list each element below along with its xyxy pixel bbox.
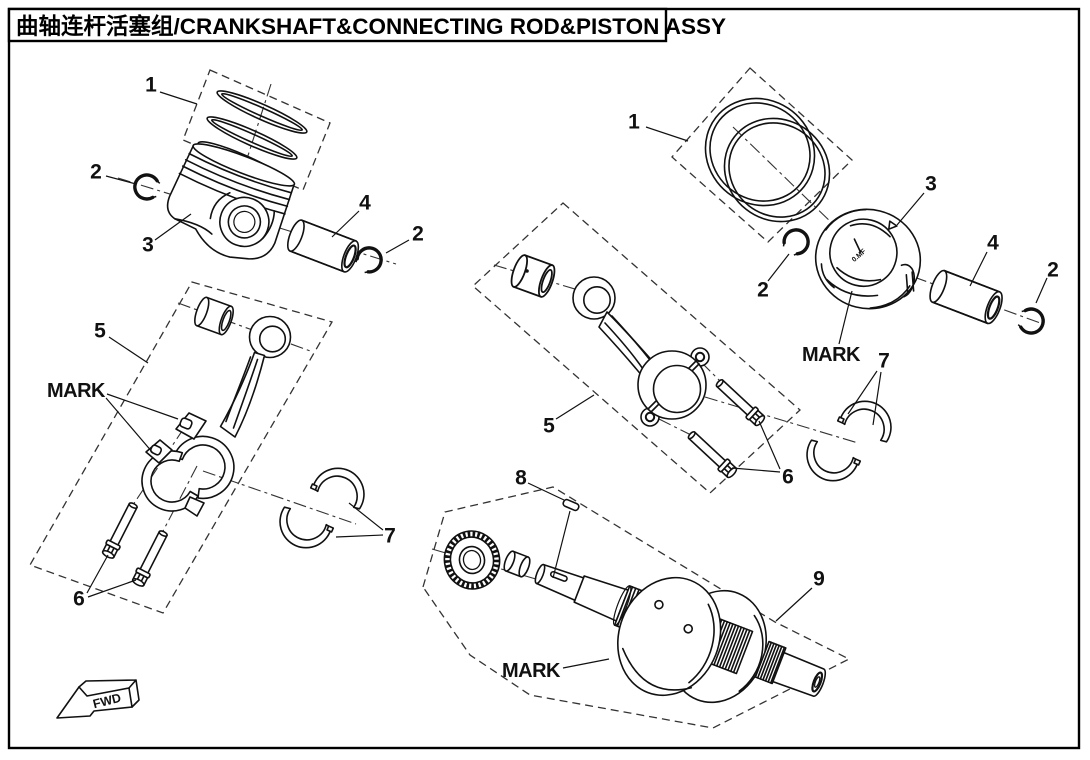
piston-arrow-mark — [888, 220, 898, 230]
right-piston-pin — [925, 267, 1007, 327]
group-boxes — [29, 67, 853, 729]
right-piston-mark-label: MARK — [802, 344, 861, 366]
left-piston-pin — [283, 216, 363, 276]
left-rod-bolt-2 — [129, 527, 172, 589]
callout-key: 8 — [515, 467, 527, 490]
callout-labels: 1 2 3 4 2 5 MARK 6 7 5 6 8 2 1 3 MARK 4 … — [47, 74, 1059, 683]
callout-right-piston: 3 — [925, 173, 937, 196]
callout-left-rod: 5 — [94, 320, 106, 343]
right-piston-rings — [704, 97, 831, 223]
page-border — [7, 7, 1081, 750]
leader-lines — [86, 91, 1048, 669]
callout-crankshaft: 9 — [813, 568, 825, 591]
callout-right-rings: 1 — [628, 111, 640, 134]
mid-rod-box — [472, 202, 801, 494]
crankshaft-mark-label: MARK — [502, 660, 561, 682]
left-piston — [166, 143, 296, 260]
left-connecting-rod — [141, 294, 292, 517]
callout-left-piston: 3 — [142, 234, 154, 257]
woodruff-key — [562, 498, 580, 512]
mid-connecting-rod — [507, 252, 710, 427]
left-rod-mark-label: MARK — [47, 380, 106, 402]
page-title: 曲轴连杆活塞组/CRANKSHAFT&CONNECTING ROD&PISTON… — [16, 13, 726, 39]
right-piston: 0.MF — [814, 208, 922, 310]
callout-mid-bolts: 6 — [782, 466, 794, 489]
callout-right-circlip: 2 — [1047, 259, 1059, 282]
title-block: 曲轴连杆活塞组/CRANKSHAFT&CONNECTING ROD&PISTON… — [7, 7, 726, 43]
mid-rod-bolt-2 — [684, 427, 740, 481]
crankshaft — [534, 563, 827, 704]
callout-right-shells: 7 — [878, 350, 890, 373]
callout-left-shells: 7 — [384, 525, 396, 548]
left-rod-box — [29, 281, 333, 614]
callout-left-pin: 4 — [359, 192, 371, 215]
callout-mid-circlip: 2 — [757, 279, 769, 302]
callout-left-rings: 1 — [145, 74, 157, 97]
right-rings-box — [671, 67, 853, 243]
callout-mid-rod: 5 — [543, 415, 555, 438]
right-bearing-shells — [797, 384, 901, 498]
crank-spacer — [503, 550, 531, 578]
keyway-slot — [549, 570, 568, 582]
callout-left-circlip-right: 2 — [412, 223, 424, 246]
left-rod-bolt-1 — [99, 499, 142, 561]
callout-left-circlip-left: 2 — [90, 161, 102, 184]
right-circlip-left — [777, 223, 815, 261]
timing-gear — [443, 530, 501, 590]
callout-right-pin: 4 — [987, 232, 999, 255]
bushing-oil-hole — [525, 269, 529, 273]
left-bearing-shells — [270, 451, 374, 565]
fwd-direction-arrow: FWD — [56, 679, 140, 719]
callout-left-bolts: 6 — [73, 588, 85, 611]
fwd-label: FWD — [91, 691, 122, 711]
left-small-end-bushing — [191, 294, 237, 338]
mid-small-end-bushing — [507, 252, 559, 300]
left-rings-box — [182, 69, 331, 191]
right-circlip-right — [1015, 304, 1048, 338]
left-rod-cap — [141, 450, 199, 512]
